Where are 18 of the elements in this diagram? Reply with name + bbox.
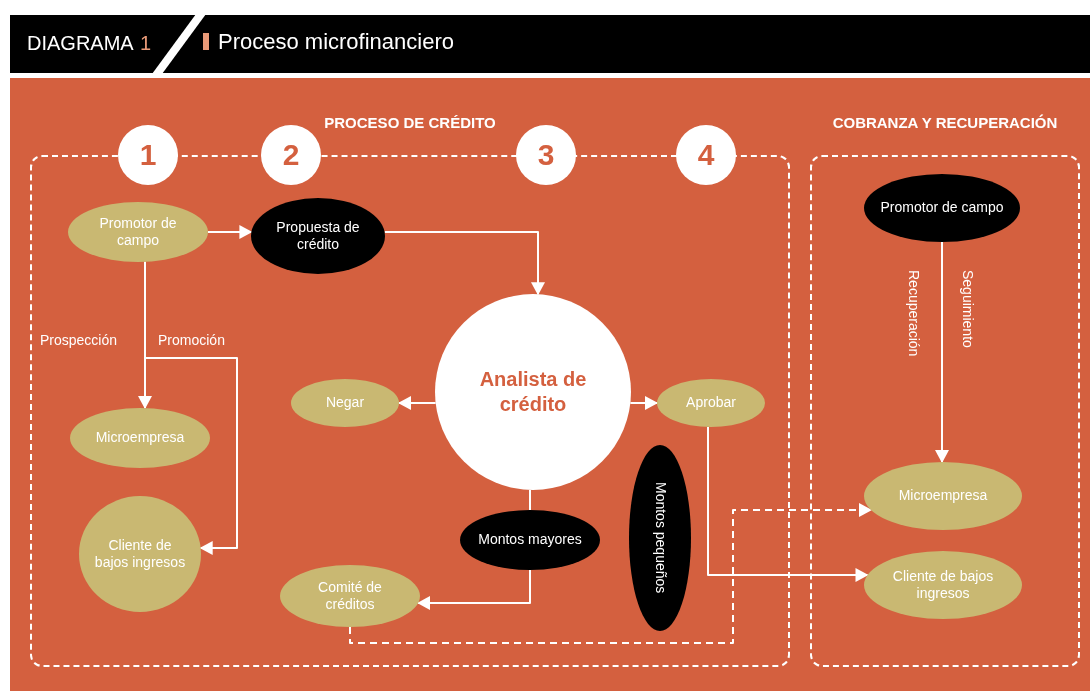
- edge-label: Prospección: [40, 331, 118, 350]
- arrow: [935, 241, 949, 463]
- section-heading: COBRANZA Y RECUPERACIÓN: [831, 113, 1059, 133]
- arrow: [417, 569, 531, 610]
- dashed-arrow: [349, 503, 872, 644]
- diagram-label: DIAGRAMA: [27, 31, 134, 56]
- edge-label: Promoción: [158, 331, 225, 350]
- arrow: [629, 396, 658, 410]
- arrow: [383, 231, 545, 296]
- line-label: Seguimiento: [959, 270, 977, 348]
- diagram-number: 1: [140, 31, 152, 56]
- arrow: [207, 225, 253, 239]
- edge-label: Recuperación: [905, 270, 923, 357]
- arrow: [398, 396, 437, 410]
- arrow: [707, 425, 869, 582]
- connector-line: [529, 488, 531, 511]
- section-heading: PROCESO DE CRÉDITO: [323, 113, 497, 133]
- diagram-title: Proceso microfinanciero: [218, 28, 454, 56]
